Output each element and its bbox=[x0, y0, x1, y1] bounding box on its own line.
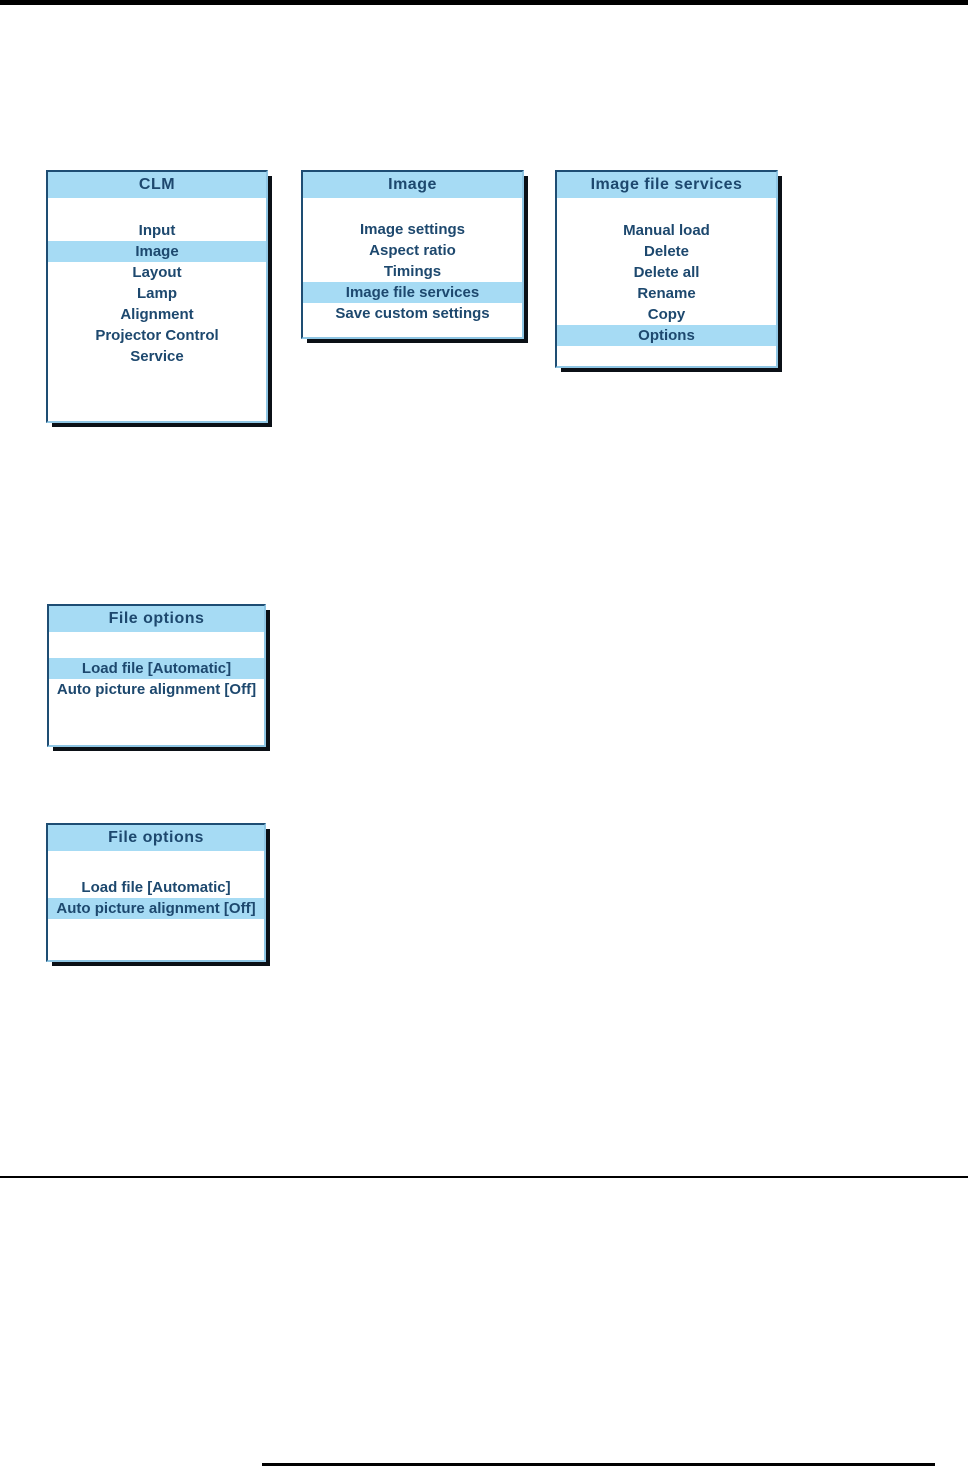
menu-item-timings[interactable]: Timings bbox=[383, 263, 442, 280]
menu-item-delete[interactable]: Delete bbox=[643, 243, 690, 260]
menu-item-layout[interactable]: Layout bbox=[132, 264, 182, 281]
menu-image-file-services-title: Image file services bbox=[557, 172, 776, 198]
menu-file-options-2-title: File options bbox=[48, 825, 264, 851]
menu-item-rename[interactable]: Rename bbox=[637, 285, 696, 302]
menu-spacer bbox=[48, 851, 264, 877]
menu-clm-title: CLM bbox=[48, 172, 266, 198]
menu-item-load-file-automatic[interactable]: Load file [Automatic] bbox=[81, 879, 231, 896]
menu-item-image-settings[interactable]: Image settings bbox=[359, 221, 466, 238]
menu-item-auto-picture-alignment-off[interactable]: Auto picture alignment [Off] bbox=[48, 898, 264, 919]
menu-item-projector-control[interactable]: Projector Control bbox=[95, 327, 219, 344]
menu-item-input[interactable]: Input bbox=[138, 222, 176, 239]
menu-spacer bbox=[49, 632, 264, 658]
menu-spacer bbox=[48, 198, 266, 220]
menu-item-manual-load[interactable]: Manual load bbox=[623, 222, 710, 239]
menu-item-aspect-ratio[interactable]: Aspect ratio bbox=[369, 242, 456, 259]
section-divider-rule bbox=[0, 1176, 968, 1178]
footnote-rule bbox=[262, 1463, 935, 1466]
menu-item-load-file-automatic[interactable]: Load file [Automatic] bbox=[49, 658, 264, 679]
menu-item-copy[interactable]: Copy bbox=[647, 306, 686, 323]
menu-item-auto-picture-alignment-off[interactable]: Auto picture alignment [Off] bbox=[56, 681, 257, 698]
menu-item-service[interactable]: Service bbox=[130, 348, 184, 365]
menu-item-lamp[interactable]: Lamp bbox=[136, 285, 177, 302]
menu-item-options[interactable]: Options bbox=[557, 325, 776, 346]
menu-spacer bbox=[303, 198, 522, 219]
top-border-bar bbox=[0, 0, 968, 5]
menu-image-title: Image bbox=[303, 172, 522, 198]
menu-item-image-file-services[interactable]: Image file services bbox=[303, 282, 522, 303]
menu-item-save-custom-settings[interactable]: Save custom settings bbox=[335, 305, 490, 322]
menu-file-options-1-title: File options bbox=[49, 606, 264, 632]
menu-spacer bbox=[557, 198, 776, 220]
menu-item-alignment[interactable]: Alignment bbox=[120, 306, 194, 323]
menu-item-delete-all[interactable]: Delete all bbox=[633, 264, 700, 281]
menu-item-image[interactable]: Image bbox=[48, 241, 266, 262]
